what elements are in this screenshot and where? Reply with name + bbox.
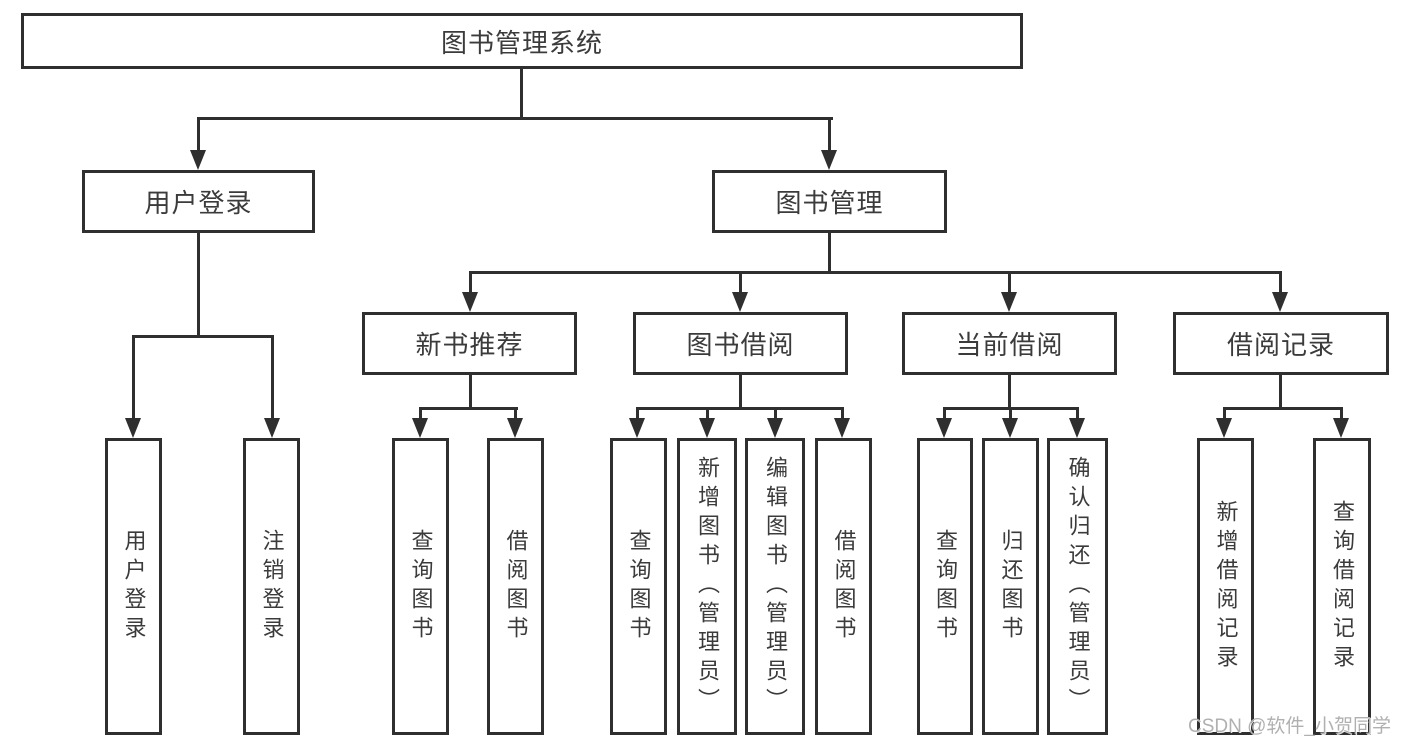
connector-leaf-stem: [841, 407, 844, 420]
leaf-return-book-label: 归还图书: [998, 528, 1024, 645]
leaf-add-book-admin-label: 新增图书（管理员）: [695, 456, 720, 717]
connector-leaf-stem: [774, 407, 777, 420]
arrowhead: [462, 292, 478, 312]
connector-records-rail: [1223, 407, 1343, 410]
connector-leaf-stem: [1076, 407, 1079, 420]
arrowhead: [834, 418, 850, 438]
leaf-user-login: 用户登录: [105, 438, 162, 735]
arrowhead: [732, 292, 748, 312]
leaf-add-borrow-record-label: 新增借阅记录: [1213, 499, 1239, 674]
arrowhead: [264, 418, 280, 438]
node-user-login-label: 用户登录: [144, 188, 253, 218]
node-borrow-records: 借阅记录: [1173, 312, 1389, 375]
arrowhead: [507, 418, 523, 438]
arrowhead: [699, 418, 715, 438]
node-borrow-records-label: 借阅记录: [1226, 330, 1335, 360]
node-root-label: 图书管理系统: [440, 27, 603, 58]
connector-user-login-down: [197, 233, 200, 335]
node-current-borrow-label: 当前借阅: [955, 330, 1064, 360]
connector-book-mgmt-stem: [828, 117, 831, 152]
connector-leaf-stem: [636, 407, 639, 420]
connector-records-down: [1279, 375, 1282, 407]
connector-root-stem: [520, 69, 523, 117]
leaf-borrow-book-newbook-label: 借阅图书: [503, 528, 529, 645]
leaf-add-book-admin: 新增图书（管理员）: [677, 438, 737, 735]
node-user-login: 用户登录: [82, 170, 315, 233]
connector-leaf-stem: [271, 335, 274, 420]
arrowhead: [1002, 418, 1018, 438]
leaf-query-book-newbook-label: 查询图书: [408, 528, 434, 645]
connector-newbook-down: [469, 375, 472, 407]
arrowhead: [1216, 418, 1232, 438]
leaf-query-borrow-record: 查询借阅记录: [1313, 438, 1371, 735]
leaf-confirm-return-admin-label: 确认归还（管理员）: [1065, 456, 1091, 717]
arrowhead: [1069, 418, 1085, 438]
connector-section-stem: [1279, 271, 1282, 294]
arrowhead: [1001, 292, 1017, 312]
connector-leaf-stem: [943, 407, 946, 420]
arrowhead: [1333, 418, 1349, 438]
arrowhead: [767, 418, 783, 438]
leaf-query-book-current-label: 查询图书: [933, 528, 958, 645]
leaf-query-book-newbook: 查询图书: [392, 438, 449, 735]
node-book-management: 图书管理: [712, 170, 947, 233]
connector-section-stem: [1008, 271, 1011, 294]
leaf-borrow-book: 借阅图书: [815, 438, 872, 735]
leaf-return-book: 归还图书: [982, 438, 1039, 735]
connector-section-stem: [469, 271, 472, 294]
connector-leaf-stem: [706, 407, 709, 420]
leaf-query-borrow-record-label: 查询借阅记录: [1330, 499, 1355, 674]
arrowhead: [1272, 292, 1288, 312]
leaf-confirm-return-admin: 确认归还（管理员）: [1047, 438, 1108, 735]
connector-leaf-stem: [1223, 407, 1226, 420]
connector-leaf-stem: [419, 407, 422, 420]
leaf-borrow-book-newbook: 借阅图书: [487, 438, 544, 735]
arrowhead: [821, 150, 837, 170]
arrowhead: [125, 418, 141, 438]
connector-user-login-stem: [197, 117, 200, 152]
arrowhead: [190, 150, 206, 170]
connector-section-stem: [739, 271, 742, 294]
leaf-edit-book-admin: 编辑图书（管理员）: [745, 438, 805, 735]
arrowhead: [629, 418, 645, 438]
connector-level2-rail: [197, 117, 833, 120]
connector-book-mgmt-down: [828, 233, 831, 271]
watermark: CSDN @软件_小贺同学: [1188, 716, 1391, 737]
leaf-logout-login-label: 注销登录: [259, 528, 285, 645]
leaf-borrow-book-label: 借阅图书: [831, 528, 857, 645]
arrowhead: [412, 418, 428, 438]
node-book-borrow-label: 图书借阅: [686, 330, 795, 360]
leaf-user-login-label: 用户登录: [121, 528, 147, 645]
leaf-query-book-current: 查询图书: [917, 438, 973, 735]
arrowhead: [936, 418, 952, 438]
connector-leaf-stem: [1009, 407, 1012, 420]
node-root: 图书管理系统: [21, 13, 1023, 69]
connector-leaf-stem: [1340, 407, 1343, 420]
connector-leaf-stem: [132, 335, 135, 420]
leaf-logout-login: 注销登录: [243, 438, 300, 735]
connector-level3-rail: [469, 271, 1282, 274]
connector-bookborrow-rail: [636, 407, 844, 410]
connector-bookborrow-down: [739, 375, 742, 407]
connector-leaf-stem: [514, 407, 517, 420]
leaf-query-book-borrow-label: 查询图书: [626, 528, 652, 645]
connector-user-login-rail: [132, 335, 274, 338]
connector-newbook-rail: [419, 407, 518, 410]
node-current-borrow: 当前借阅: [902, 312, 1117, 375]
node-book-borrow: 图书借阅: [633, 312, 848, 375]
connector-currentborrow-down: [1008, 375, 1011, 407]
node-new-book-recommend-label: 新书推荐: [415, 330, 524, 360]
leaf-add-borrow-record: 新增借阅记录: [1197, 438, 1254, 735]
leaf-edit-book-admin-label: 编辑图书（管理员）: [763, 456, 788, 717]
node-book-management-label: 图书管理: [775, 188, 884, 218]
leaf-query-book-borrow: 查询图书: [610, 438, 667, 735]
node-new-book-recommend: 新书推荐: [362, 312, 577, 375]
